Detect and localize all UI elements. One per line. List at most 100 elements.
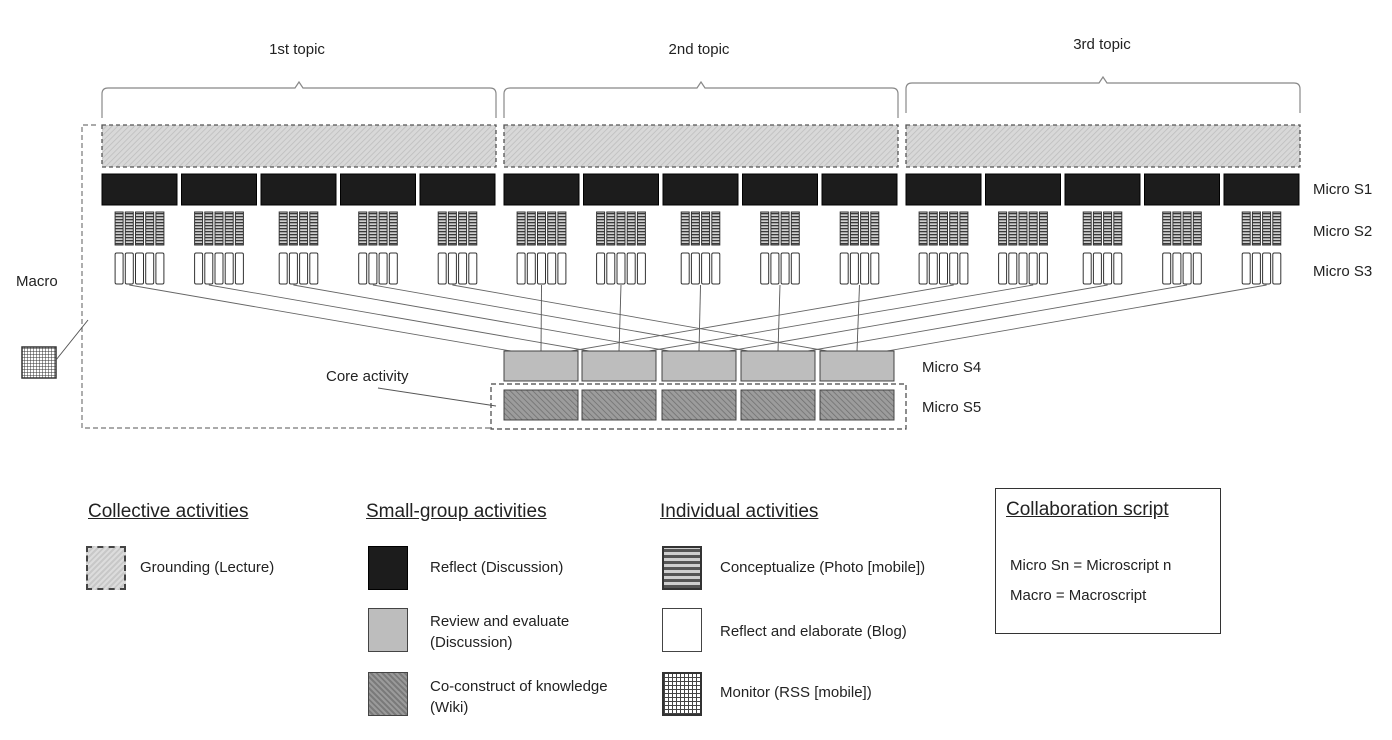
reflect-blog-block xyxy=(368,252,378,285)
reflect-discussion-block xyxy=(419,173,496,206)
conceptualize-photo-block xyxy=(155,211,165,246)
reflect-discussion-block xyxy=(821,173,898,206)
core-activity-pointer xyxy=(377,387,497,407)
conceptualize-photo-block xyxy=(516,211,526,246)
reflect-discussion-block xyxy=(181,173,257,206)
reflect-blog-block xyxy=(626,252,636,285)
connection-line xyxy=(129,284,512,352)
conceptualize-photo-block xyxy=(368,211,378,246)
legend-item-label: Conceptualize (Photo [mobile]) xyxy=(720,559,926,576)
legend-item-blog: Reflect and elaborate (Blog) xyxy=(662,608,907,652)
reflect-blog-block xyxy=(124,252,134,285)
reflect-blog-block xyxy=(928,252,938,285)
conceptualize-photo-block xyxy=(309,211,319,246)
topic-label-3: 3rd topic xyxy=(1073,36,1131,53)
legend-item-grounding: Grounding (Lecture) xyxy=(86,546,274,590)
reflect-blog-block xyxy=(680,252,690,285)
grounding-lecture-block xyxy=(101,124,497,168)
row-label-micro-s4: Micro S4 xyxy=(922,359,981,376)
conceptualize-photo-block xyxy=(949,211,959,246)
reflect-blog-block xyxy=(135,252,144,285)
reflect-blog-block xyxy=(194,252,204,285)
conceptualize-photo-block xyxy=(288,211,298,246)
conceptualize-photo-block xyxy=(928,211,938,246)
conceptualize-photo-block xyxy=(526,211,536,246)
conceptualize-photo-block xyxy=(437,211,447,246)
conceptualize-photo-block xyxy=(616,211,626,246)
legend-item-conceptualize: Conceptualize (Photo [mobile]) xyxy=(662,546,925,590)
reflect-blog-block xyxy=(1103,252,1113,285)
conceptualize-photo-block xyxy=(1172,211,1182,246)
macro-container xyxy=(81,124,492,429)
reflect-blog-block xyxy=(860,252,870,285)
legend-item-label: Co-construct of knowledge (Wiki) xyxy=(430,678,608,716)
conceptualize-photo-block xyxy=(124,211,134,246)
reflect-blog-block xyxy=(1038,252,1048,285)
core-activity-outline xyxy=(490,383,907,430)
connection-line xyxy=(728,284,1108,352)
conceptualize-photo-block xyxy=(839,211,849,246)
connection-line xyxy=(618,284,622,352)
connection-line xyxy=(856,284,860,352)
connection-line xyxy=(648,284,1034,352)
conceptualize-photo-block xyxy=(299,211,309,246)
conceptualize-photo-block xyxy=(204,211,214,246)
reflect-blog-block xyxy=(214,252,224,285)
collaboration-script-title: Collaboration script xyxy=(1006,499,1169,520)
review-evaluate-block xyxy=(661,350,737,382)
reflect-discussion-block xyxy=(260,173,337,206)
reflect-blog-block xyxy=(288,252,298,285)
reflect-blog-block xyxy=(1192,252,1202,285)
conceptualize-photo-block xyxy=(1038,211,1048,246)
reflect-blog-block xyxy=(606,252,616,285)
reflect-discussion-block xyxy=(905,173,982,206)
coconstruct-wiki-block xyxy=(819,389,895,421)
conceptualize-photo-block xyxy=(918,211,928,246)
legend-heading-individual: Individual activities xyxy=(660,501,819,522)
topic-brace xyxy=(905,75,1301,113)
collaboration-script-box: Collaboration script Micro Sn = Microscr… xyxy=(995,488,1221,634)
topic-brace xyxy=(503,80,899,118)
conceptualize-photo-block xyxy=(557,211,567,246)
conceptualize-photo-block xyxy=(596,211,606,246)
reflect-discussion-block xyxy=(1064,173,1141,206)
reflect-blog-block xyxy=(155,252,165,285)
core-activity-label: Core activity xyxy=(326,368,409,385)
legend-item-label: Grounding (Lecture) xyxy=(140,559,275,576)
reflect-blog-block xyxy=(1113,252,1123,285)
conceptualize-photo-block xyxy=(860,211,870,246)
reflect-blog-block xyxy=(690,252,700,285)
conceptualize-photo-block xyxy=(447,211,457,246)
reflect-blog-block xyxy=(998,252,1008,285)
coconstruct-wiki-block xyxy=(581,389,657,421)
grounding-lecture-block xyxy=(905,124,1301,168)
conceptualize-photo-block xyxy=(690,211,700,246)
conceptualize-photo-block xyxy=(388,211,398,246)
conceptualize-photo-block xyxy=(790,211,800,246)
connection-line xyxy=(777,284,781,352)
reflect-blog-block xyxy=(388,252,398,285)
conceptualize-photo-block xyxy=(606,211,616,246)
reflect-blog-block xyxy=(1082,252,1092,285)
macro-label: Macro xyxy=(16,273,58,290)
reflect-blog-block xyxy=(234,252,244,285)
reflect-blog-block xyxy=(636,252,646,285)
reflect-blog-block xyxy=(1008,252,1018,285)
connection-line xyxy=(208,284,590,352)
reflect-blog-block xyxy=(1251,252,1261,285)
reflect-discussion-block xyxy=(662,173,739,206)
connection-line xyxy=(570,284,954,352)
conceptualize-photo-block xyxy=(1103,211,1113,246)
reflect-blog-block xyxy=(949,252,959,285)
legend-heading-collective: Collective activities xyxy=(88,501,249,522)
conceptualize-photo-block xyxy=(1018,211,1028,246)
conceptualize-photo-block xyxy=(1251,211,1261,246)
reflect-blog-block xyxy=(114,252,124,285)
reflect-blog-block xyxy=(1272,252,1282,285)
conceptualize-photo-block xyxy=(636,211,646,246)
conceptualize-photo-block xyxy=(849,211,859,246)
conceptualize-photo-block xyxy=(711,211,721,246)
coconstruct-wiki-block xyxy=(661,389,737,421)
reflect-discussion-block xyxy=(742,173,818,206)
reflect-discussion-block xyxy=(101,173,178,206)
